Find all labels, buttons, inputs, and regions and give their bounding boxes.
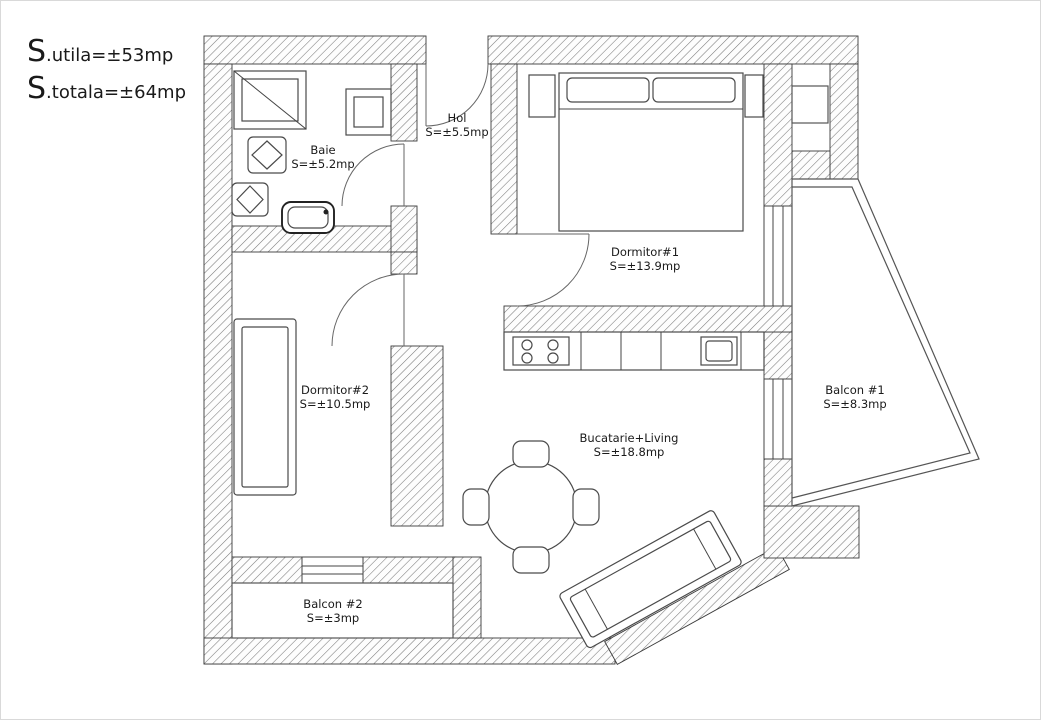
wall-segments	[203, 35, 860, 666]
room-name: Bucatarie+Living	[579, 431, 679, 445]
room-area: S=±13.9mp	[609, 259, 681, 273]
room-area: S=±3mp	[306, 611, 360, 625]
kitchen-counter-icon	[503, 331, 765, 371]
entrance-door	[425, 63, 489, 127]
kitchen-sink-icon	[700, 336, 738, 366]
room-area: S=±18.8mp	[593, 445, 665, 459]
dormitor1-door	[516, 233, 590, 307]
room-area: S=±8.3mp	[823, 397, 887, 411]
area-summary: S.utila=±53mp S.totala=±64mp	[27, 35, 186, 109]
bed1-icon	[528, 72, 764, 232]
area-totala: S.totala=±64mp	[27, 71, 186, 106]
dormitor2-door	[331, 273, 405, 347]
room-area: S=±10.5mp	[299, 397, 371, 411]
area-utila: S.utila=±53mp	[27, 34, 174, 69]
window-dormitor1-balcon1	[763, 205, 793, 307]
windows	[301, 205, 793, 584]
bed2-icon	[233, 318, 297, 496]
balcony1-railing	[791, 178, 980, 507]
sink-icon	[247, 136, 287, 174]
stove-icon	[512, 336, 570, 366]
room-name: Dormitor#2	[300, 383, 370, 397]
shaft-niche	[791, 85, 829, 124]
bathtub-icon	[281, 201, 335, 234]
doors	[331, 63, 590, 347]
room-label-balcon1: Balcon #1 S=±8.3mp	[823, 383, 886, 411]
room-name: Balcon #2	[303, 597, 363, 611]
bathroom-cabinet-icon	[345, 88, 392, 136]
dining-table-icon	[462, 440, 600, 574]
room-label-hol: Hol S=±5.5mp	[425, 111, 488, 139]
window-dormitor2-balcon2	[301, 556, 364, 584]
sofa-icon	[559, 510, 742, 649]
room-area: S=±5.5mp	[425, 125, 489, 139]
shower-icon	[233, 70, 307, 130]
room-name: Hol	[447, 111, 467, 125]
room-label-dormitor2: Dormitor#2 S=±10.5mp	[300, 383, 371, 411]
room-area: S=±5.2mp	[291, 157, 355, 171]
room-name: Balcon #1	[825, 383, 885, 397]
room-label-living: Bucatarie+Living S=±18.8mp	[580, 431, 679, 459]
room-name: Dormitor#1	[610, 245, 680, 259]
balcony2-floor	[231, 582, 454, 639]
room-label-baie: Baie S=±5.2mp	[291, 143, 354, 171]
toilet-icon	[231, 182, 269, 217]
room-label-dormitor1: Dormitor#1 S=±13.9mp	[610, 245, 681, 273]
window-living-balcon1	[763, 378, 793, 460]
room-name: Baie	[310, 143, 336, 157]
room-label-balcon2: Balcon #2 S=±3mp	[303, 597, 362, 625]
baie-door	[341, 143, 405, 207]
